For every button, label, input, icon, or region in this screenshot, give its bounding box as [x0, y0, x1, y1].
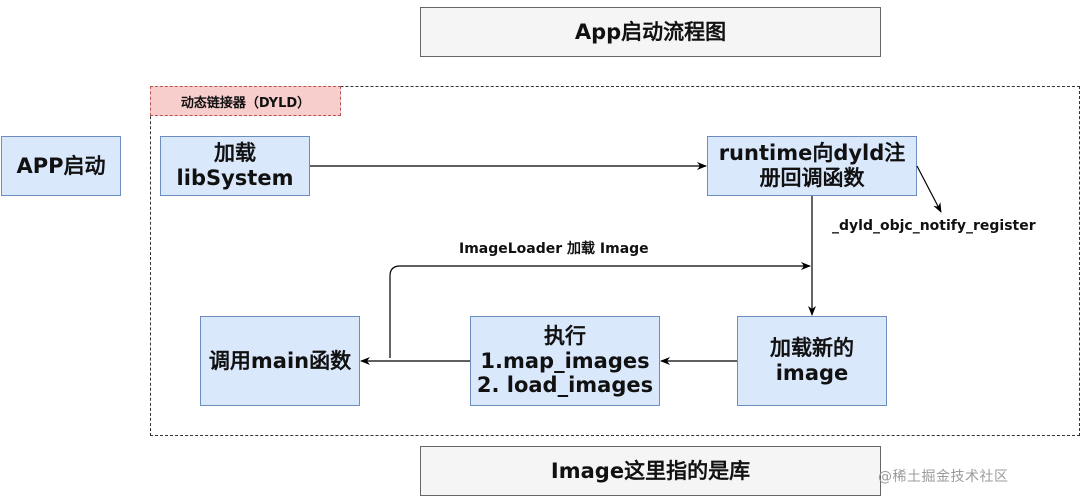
app-start-node: APP启动 — [1, 136, 121, 196]
edge-runtime-to-notify — [916, 165, 942, 213]
execute-images-node: 执行 1.map_images 2. load_images — [470, 316, 660, 406]
notify-register-label: _dyld_objc_notify_register — [832, 218, 1036, 234]
watermark: @稀土掘金技术社区 — [878, 469, 1009, 485]
footer-note: Image这里指的是库 — [420, 446, 881, 496]
dyld-group-label: 动态链接器（DYLD） — [150, 86, 341, 116]
runtime-register-node: runtime向dyld注 册回调函数 — [707, 136, 917, 196]
dyld-group — [150, 86, 1080, 436]
load-libsystem-node: 加载 libSystem — [160, 136, 310, 196]
edge-imageloader-loop — [389, 262, 811, 358]
call-main-node: 调用main函数 — [200, 316, 360, 406]
load-new-image-node: 加载新的 image — [737, 316, 887, 406]
diagram-title: App启动流程图 — [420, 7, 881, 57]
imageloader-label: ImageLoader 加载 Image — [459, 241, 649, 257]
